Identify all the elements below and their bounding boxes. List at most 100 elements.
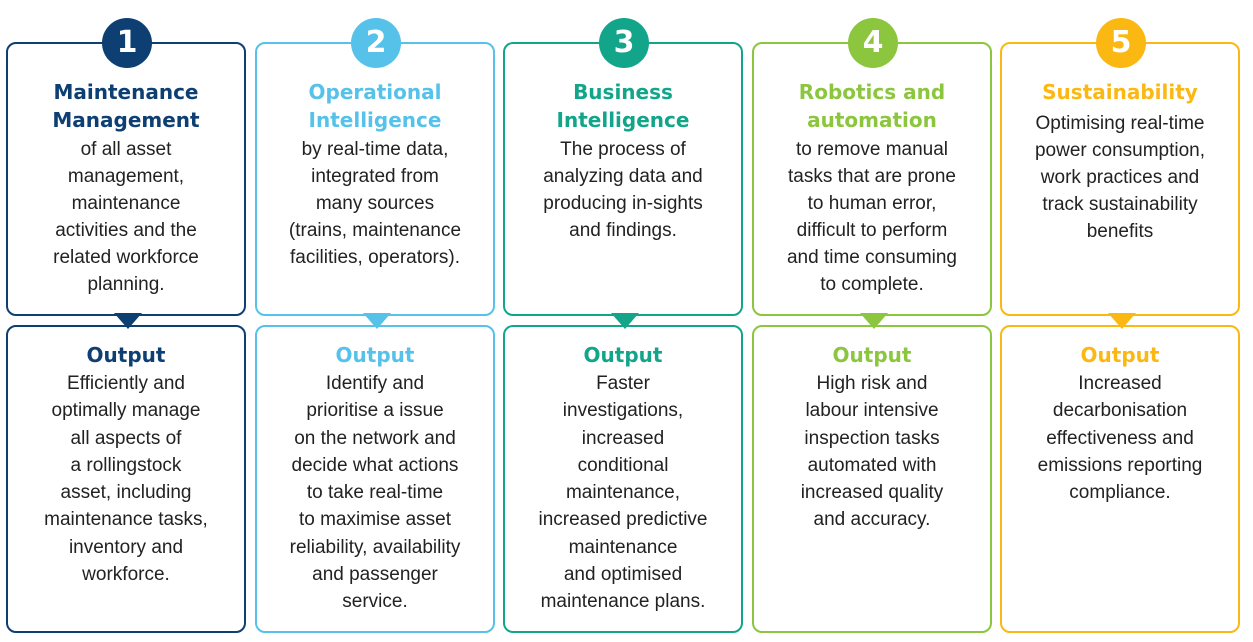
output-line: to maximise asset	[298, 509, 452, 531]
pillar-title-line: Maintenance	[53, 80, 199, 104]
output-line: Increased	[1078, 373, 1162, 394]
description-line: by real-time data,	[301, 139, 449, 160]
output-description: Identify and prioritise a issue on the n…	[255, 370, 495, 616]
pillar-title: Operational Intelligence	[255, 78, 495, 134]
step-number-badge: 4	[848, 18, 898, 68]
output-line: and passenger	[312, 564, 438, 586]
output-card	[6, 325, 246, 633]
pillar-title-line: Intelligence	[556, 108, 690, 132]
output-line: on the network and	[294, 427, 456, 449]
description-line: of all asset	[80, 139, 172, 160]
down-arrow-pointer	[114, 313, 142, 329]
description-line: related workforce	[53, 247, 199, 268]
pillar-title: Maintenance Management	[6, 78, 246, 134]
output-line: Identify and	[325, 373, 425, 394]
description-line: to complete.	[820, 274, 924, 295]
step-number-badge: 5	[1096, 18, 1146, 68]
down-arrow-pointer	[860, 313, 888, 329]
down-arrow-pointer	[363, 313, 391, 329]
output-line: increased predictive	[538, 509, 708, 531]
description-line: many sources	[315, 193, 435, 214]
output-line: High risk and	[816, 373, 928, 394]
step-number-badge: 2	[351, 18, 401, 68]
pillar-title: Business Intelligence	[503, 78, 743, 134]
output-heading: Output	[583, 343, 663, 367]
column-business-intelligence: 3 Business Intelligence The process of a…	[503, 0, 743, 642]
pillar-title-line: Robotics and	[798, 80, 946, 104]
pillar-title-line: Intelligence	[308, 108, 442, 132]
down-arrow-pointer	[1108, 313, 1136, 329]
description-line: benefits	[1086, 221, 1154, 242]
output-description: High risk and labour intensive inspectio…	[752, 370, 992, 534]
output-line: effectiveness and	[1046, 427, 1194, 449]
output-line: prioritise a issue	[306, 400, 444, 422]
pillar-title: Sustainability	[1000, 78, 1240, 106]
output-heading: Output	[1080, 343, 1160, 367]
output-line: to take real-time	[306, 482, 444, 504]
description-line: to remove manual	[795, 139, 949, 160]
description-line: Optimising real-time	[1035, 113, 1205, 134]
output-line: all aspects of	[70, 427, 182, 449]
output-line: workforce.	[82, 564, 170, 586]
output-line: reliability, availability	[289, 536, 461, 558]
pillar-title-line: Business	[573, 80, 673, 104]
output-line: conditional	[577, 454, 669, 476]
output-line: automated with	[807, 454, 937, 476]
pillar-title-line: Sustainability	[1042, 80, 1198, 104]
description-line: difficult to perform	[796, 220, 948, 241]
description-line: integrated from	[311, 166, 439, 187]
description-line: producing in-sights	[543, 193, 703, 214]
description-line: track sustainability	[1042, 194, 1198, 215]
pillar-card	[6, 42, 246, 316]
output-heading: Output	[86, 343, 166, 367]
output-line: maintenance,	[565, 482, 681, 504]
pillar-title-line: Management	[52, 108, 200, 132]
output-line: a rollingstock	[70, 454, 182, 476]
output-line: service.	[342, 591, 408, 613]
pillar-description: of all asset management, maintenance act…	[6, 136, 246, 298]
pillar-card	[752, 42, 992, 316]
pillar-description: to remove manual tasks that are prone to…	[752, 136, 992, 298]
output-line: increased quality	[800, 482, 944, 504]
description-line: planning.	[87, 274, 165, 295]
description-line: and findings.	[569, 220, 677, 241]
output-card	[503, 325, 743, 633]
output-line: decide what actions	[291, 454, 459, 476]
output-card	[255, 325, 495, 633]
pillar-description: Optimising real-time power consumption, …	[1000, 110, 1240, 245]
output-description: Increased decarbonisation effectiveness …	[1000, 370, 1240, 506]
description-line: tasks that are prone	[788, 166, 956, 187]
column-robotics-automation: 4 Robotics and automation to remove manu…	[752, 0, 992, 642]
description-line: The process of	[560, 139, 686, 160]
down-arrow-pointer	[611, 313, 639, 329]
output-description: Faster investigations, increased conditi…	[503, 370, 743, 616]
output-heading: Output	[832, 343, 912, 367]
step-number-badge: 1	[102, 18, 152, 68]
description-line: maintenance	[71, 193, 181, 214]
output-line: maintenance tasks,	[44, 509, 208, 531]
step-number-badge: 3	[599, 18, 649, 68]
output-line: inspection tasks	[804, 427, 940, 449]
pillar-title: Robotics and automation	[752, 78, 992, 134]
column-sustainability: 5 Sustainability Optimising real-time po…	[1000, 0, 1240, 642]
pillar-description: The process of analyzing data and produc…	[503, 136, 743, 244]
output-description: Efficiently and optimally manage all asp…	[6, 370, 246, 588]
output-line: and accuracy.	[813, 509, 931, 531]
description-line: facilities, operators).	[289, 247, 460, 268]
column-maintenance-management: 1 Maintenance Management of all asset ma…	[6, 0, 246, 642]
output-line: Efficiently and	[67, 373, 185, 394]
description-line: and time consuming	[786, 247, 958, 268]
output-line: investigations,	[562, 400, 684, 422]
column-operational-intelligence: 2 Operational Intelligence by real-time …	[255, 0, 495, 642]
output-line: compliance.	[1069, 482, 1171, 504]
output-line: Faster	[596, 373, 650, 394]
output-line: emissions reporting	[1037, 454, 1203, 476]
output-line: increased	[581, 427, 665, 449]
output-heading: Output	[335, 343, 415, 367]
pillar-description: by real-time data, integrated from many …	[255, 136, 495, 271]
output-line: inventory and	[68, 536, 184, 558]
output-line: labour intensive	[805, 400, 939, 422]
output-line: and optimised	[563, 564, 683, 586]
output-line: optimally manage	[51, 400, 201, 422]
pillar-card	[503, 42, 743, 316]
